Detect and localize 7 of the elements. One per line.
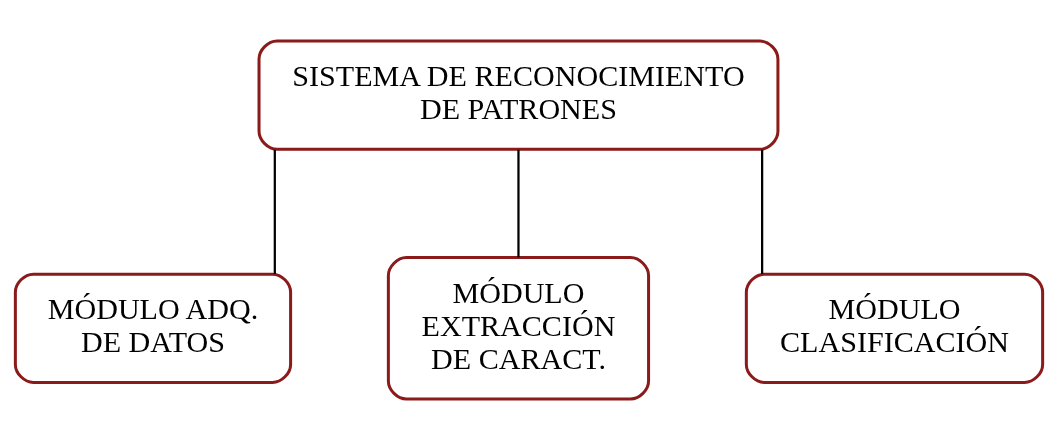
connector [761,149,764,274]
connector [273,149,276,274]
node-box: MÓDULO ADQ. DE DATOS [13,272,293,384]
node-box: MÓDULO EXTRACCIÓN DE CARACT. [386,255,651,400]
connector [517,149,520,257]
node-box: MÓDULO CLASIFICACIÓN [744,272,1045,384]
node-box: SISTEMA DE RECONOCIMIENTO DE PATRONES [257,39,780,151]
